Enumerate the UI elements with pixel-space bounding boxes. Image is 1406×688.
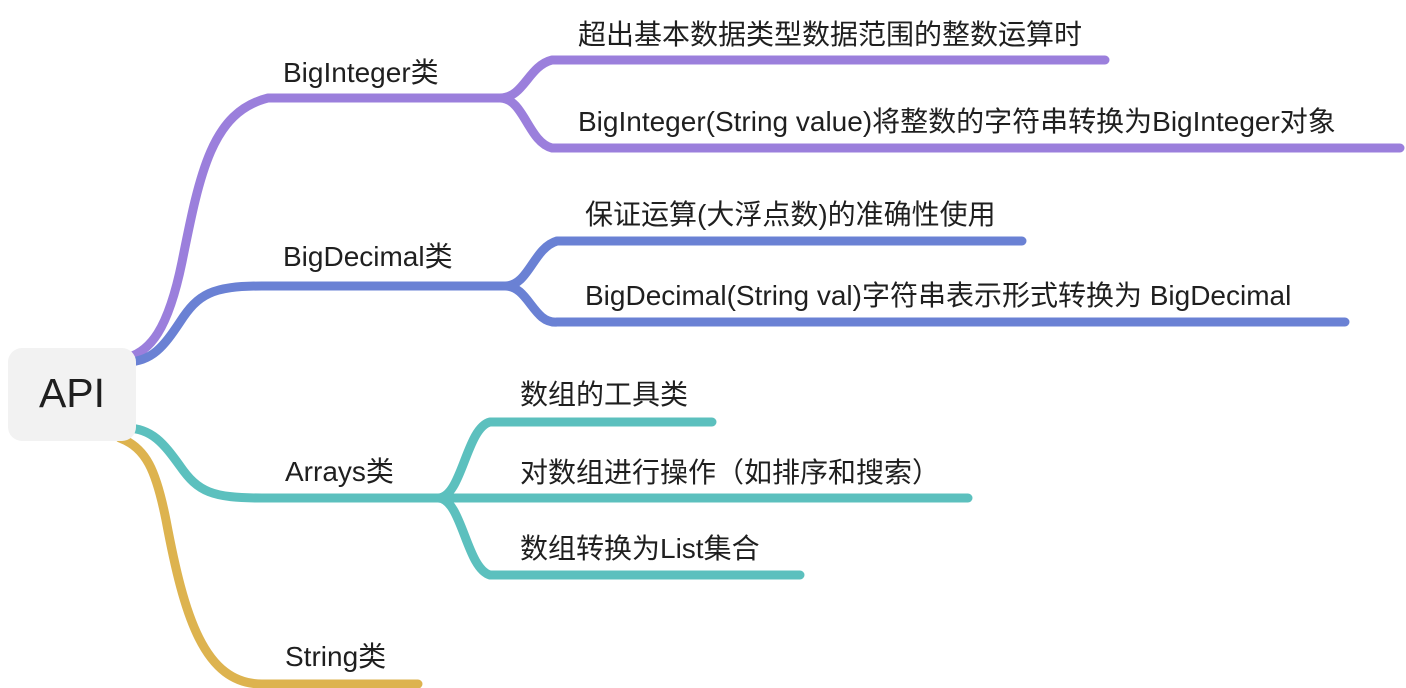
link-root-to-biginteger — [121, 93, 505, 363]
leaf-label-bigdecimal-2: BigDecimal(String val)字符串表示形式转换为 BigDeci… — [585, 280, 1291, 311]
link-arrays-to-child-3 — [433, 493, 805, 580]
leaf-label-biginteger-2: BigInteger(String value)将整数的字符串转换为BigInt… — [578, 106, 1336, 137]
leaf-label-arrays-2: 对数组进行操作（如排序和搜索） — [520, 457, 940, 488]
branch-label-bigdecimal: BigDecimal类 — [283, 241, 453, 272]
branch-biginteger[interactable]: BigInteger类 超出基本数据类型数据范围的整数运算时 BigIntege… — [121, 19, 1405, 363]
branch-string[interactable]: String类 — [115, 433, 423, 688]
branch-label-biginteger: BigInteger类 — [283, 57, 439, 88]
link-biginteger-to-child-1 — [495, 55, 1110, 103]
leaf-label-arrays-3: 数组转换为List集合 — [520, 533, 760, 564]
link-root-to-bigdecimal — [121, 281, 510, 367]
branch-label-arrays: Arrays类 — [285, 456, 394, 487]
branch-arrays[interactable]: Arrays类 数组的工具类 对数组进行操作（如排序和搜索） 数组转换为List… — [121, 379, 973, 580]
branch-label-string: String类 — [285, 641, 386, 672]
link-bigdecimal-to-child-2 — [500, 281, 1350, 327]
leaf-label-arrays-1: 数组的工具类 — [520, 379, 688, 410]
leaf-label-biginteger-1: 超出基本数据类型数据范围的整数运算时 — [578, 19, 1082, 50]
link-root-to-string — [115, 433, 423, 688]
link-root-to-arrays — [121, 423, 443, 503]
root-node-api[interactable]: API — [8, 348, 136, 441]
root-node-box — [8, 348, 136, 441]
link-biginteger-to-child-2 — [495, 93, 1405, 153]
branch-bigdecimal[interactable]: BigDecimal类 保证运算(大浮点数)的准确性使用 BigDecimal(… — [121, 199, 1350, 367]
root-node-label: API — [39, 370, 105, 416]
leaf-label-bigdecimal-1: 保证运算(大浮点数)的准确性使用 — [585, 199, 996, 230]
